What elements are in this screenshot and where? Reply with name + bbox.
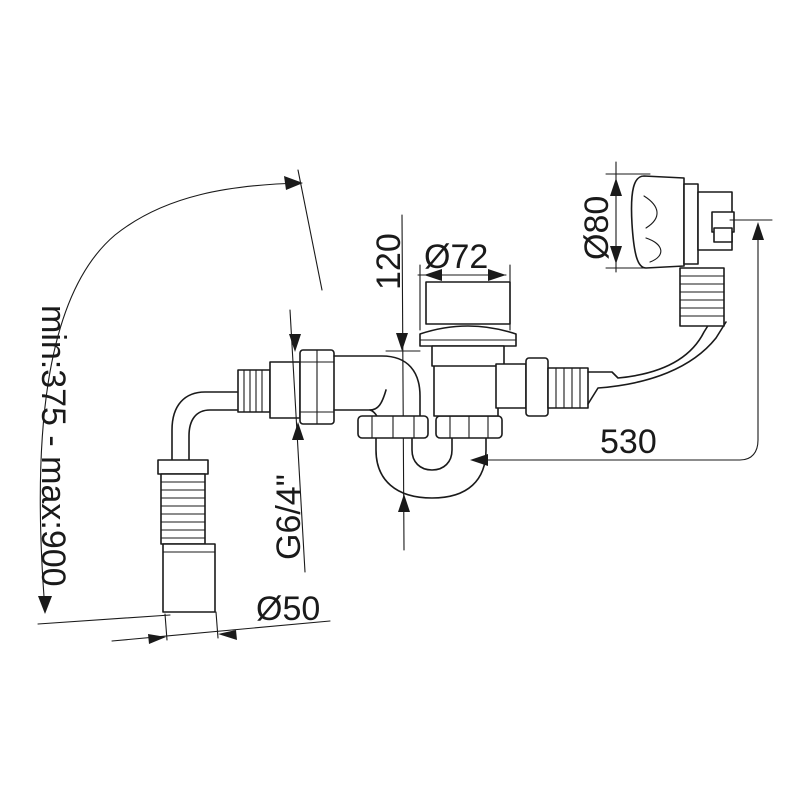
u-bend-inner [411,431,453,471]
flexible-outlet-hose [157,391,238,613]
trap-riser [433,364,499,417]
overflow-flange [683,183,699,265]
hose-bend-outer [171,391,238,463]
flex-range-dimension [37,169,323,625]
flex-range-label: min:375 - max:900 [34,305,72,587]
flex-range-extension-top [297,169,323,291]
length-dimension [470,219,773,466]
outlet-diameter-dimension [111,611,331,644]
plug-flange [419,325,517,347]
overflow-tube [587,315,715,379]
length-label: 530 [600,423,657,461]
thread-label: G6/4" [270,474,308,560]
plug-cap [425,281,511,325]
flex-range-extension-bottom [37,614,171,625]
thread-dimension [289,309,306,573]
flex-range-arrow-top [284,176,303,190]
overflow-connection [495,315,727,417]
overflow-thread [547,367,589,409]
overflow-diameter-dimension [605,161,651,273]
hose-bend-inner [188,409,238,463]
side-coupling [495,363,527,409]
threaded-inlet-connector [237,349,335,425]
height-label: 120 [370,233,408,290]
hose-coupling-top [157,459,209,475]
outlet-diameter-label: Ø50 [256,590,320,628]
u-bend-outer [375,431,487,499]
flex-range-arrow-bottom [38,596,52,614]
waste-plug [419,281,517,367]
flex-range-arc [39,182,301,611]
overflow-corrugated-hose [679,267,725,327]
overflow-head [630,175,735,327]
plug-body [431,345,505,367]
trap-diameter-dimension [417,264,511,331]
trap-body [357,364,503,499]
side-nut [525,357,549,417]
trap-diameter-label: Ø72 [424,238,488,276]
inlet-body [269,361,301,419]
hose-corrugation [160,473,206,545]
overflow-cap [630,175,685,269]
height-dimension [385,214,421,551]
thread-stub [237,369,271,413]
hose-outlet-sleeve [162,543,216,613]
overflow-diameter-label: Ø80 [578,196,616,260]
